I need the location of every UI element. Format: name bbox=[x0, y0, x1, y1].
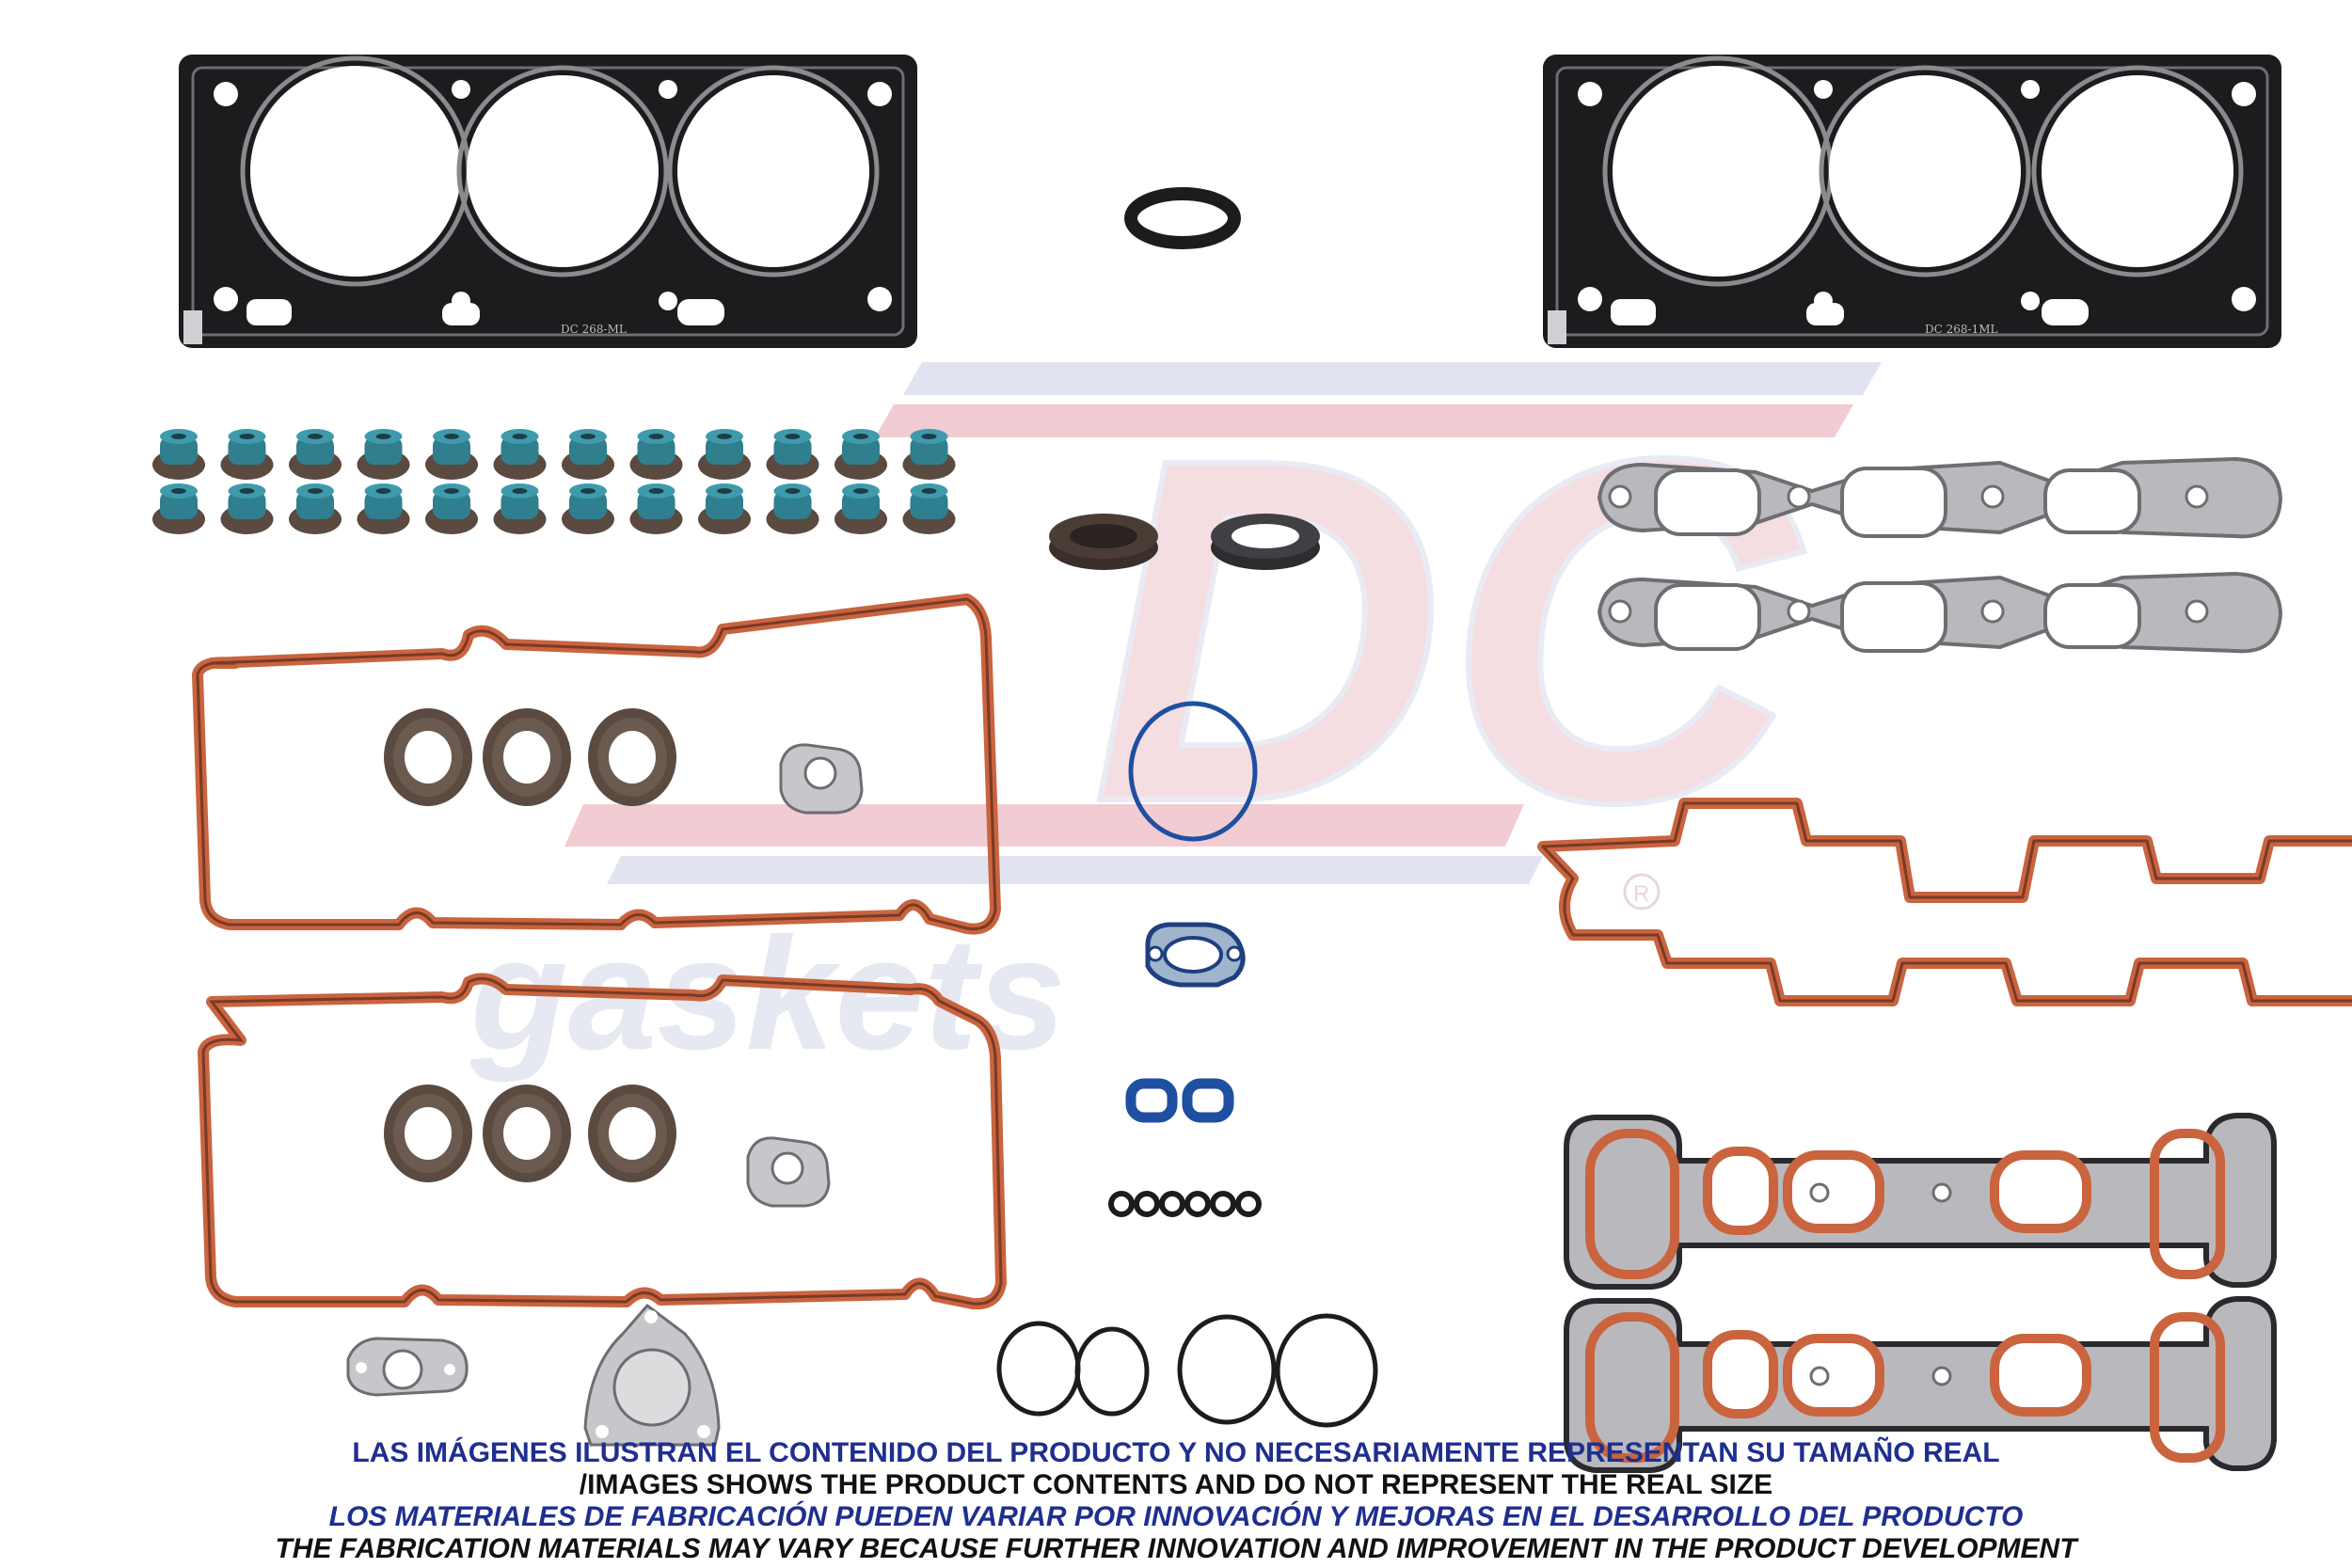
egr-gasket-lower bbox=[746, 1136, 831, 1208]
blue-seal-pair bbox=[1125, 1078, 1234, 1123]
valve-stem-seal bbox=[357, 429, 410, 480]
exhaust-manifold-gasket-lower bbox=[1597, 571, 2283, 654]
tube-seal bbox=[384, 1085, 472, 1182]
valve-stem-seal bbox=[698, 483, 751, 534]
head-gasket-left-stamp: DC 268-ML bbox=[561, 323, 627, 336]
blue-o-ring-large bbox=[1128, 701, 1258, 842]
disclaimer-line-4: THE FABRICATION MATERIALS MAY VARY BECAU… bbox=[275, 1533, 2077, 1564]
valve-stem-seal bbox=[152, 429, 205, 480]
valve-stem-seal bbox=[493, 483, 547, 534]
tube-seal bbox=[588, 708, 676, 806]
valve-stem-seal bbox=[629, 429, 683, 480]
valve-cover-gasket-upper bbox=[192, 594, 1001, 935]
triangular-flange-gasket bbox=[583, 1303, 721, 1447]
valve-stem-seal bbox=[152, 483, 205, 534]
registered-mark: R bbox=[1633, 881, 1649, 907]
valve-stem-seal bbox=[766, 483, 819, 534]
valve-stem-seal bbox=[562, 429, 614, 480]
spark-plug-tube-seals bbox=[384, 708, 676, 1182]
cam-seal-right bbox=[1211, 514, 1320, 570]
valve-stem-seal bbox=[629, 483, 683, 534]
intake-manifold-gasket-upper bbox=[1564, 1113, 2277, 1290]
valve-stem-seal bbox=[834, 429, 887, 480]
valve-stem-seal bbox=[562, 483, 614, 534]
valve-cover-gasket-lower bbox=[198, 973, 1007, 1310]
head-gasket-left: DC 268-ML bbox=[179, 55, 917, 348]
valve-stem-seal bbox=[766, 429, 819, 480]
exhaust-manifold-gasket-upper bbox=[1597, 456, 2283, 539]
valve-stem-seal bbox=[357, 483, 410, 534]
valve-stem-seal bbox=[425, 429, 478, 480]
valve-stem-seal bbox=[220, 483, 274, 534]
thermostat-gasket bbox=[1145, 922, 1246, 988]
cam-seal-left bbox=[1049, 514, 1158, 570]
tube-seal bbox=[588, 1085, 676, 1182]
valve-stem-seal bbox=[902, 483, 956, 534]
valve-stem-seal bbox=[902, 429, 956, 480]
intake-plenum-gasket bbox=[1537, 798, 2352, 1006]
valve-stem-seal bbox=[289, 483, 342, 534]
tube-seal bbox=[384, 708, 472, 806]
tube-seal bbox=[483, 708, 571, 806]
valve-stem-seal bbox=[493, 429, 547, 480]
black-o-rings-bottom bbox=[996, 1313, 1378, 1428]
valve-stem-seals bbox=[152, 429, 956, 534]
valve-stem-seal bbox=[425, 483, 478, 534]
disclaimer-line-3: LOS MATERIALES DE FABRICACIÓN PUEDEN VAR… bbox=[328, 1501, 2024, 1532]
valve-stem-seal bbox=[289, 429, 342, 480]
disclaimer-line-2: /IMAGES SHOWS THE PRODUCT CONTENTS AND D… bbox=[579, 1469, 1773, 1500]
disclaimer-line-1: LAS IMÁGENES ILUSTRAN EL CONTENIDO DEL P… bbox=[352, 1437, 2000, 1468]
head-gasket-right-stamp: DC 268-1ML bbox=[1925, 323, 1997, 336]
tube-seal bbox=[483, 1085, 571, 1182]
small-o-rings bbox=[1108, 1191, 1262, 1217]
valve-stem-seal bbox=[698, 429, 751, 480]
egr-gasket-upper bbox=[779, 743, 864, 815]
valve-stem-seal bbox=[834, 483, 887, 534]
registered-mark-icon bbox=[1623, 873, 1661, 911]
tube-seal-top bbox=[1124, 187, 1241, 249]
intake-manifold-gasket-lower bbox=[1564, 1296, 2277, 1473]
valve-stem-seal bbox=[220, 429, 274, 480]
pipe-gasket-bottom-left bbox=[346, 1337, 469, 1397]
head-gasket-right: DC 268-1ML bbox=[1543, 55, 2281, 348]
